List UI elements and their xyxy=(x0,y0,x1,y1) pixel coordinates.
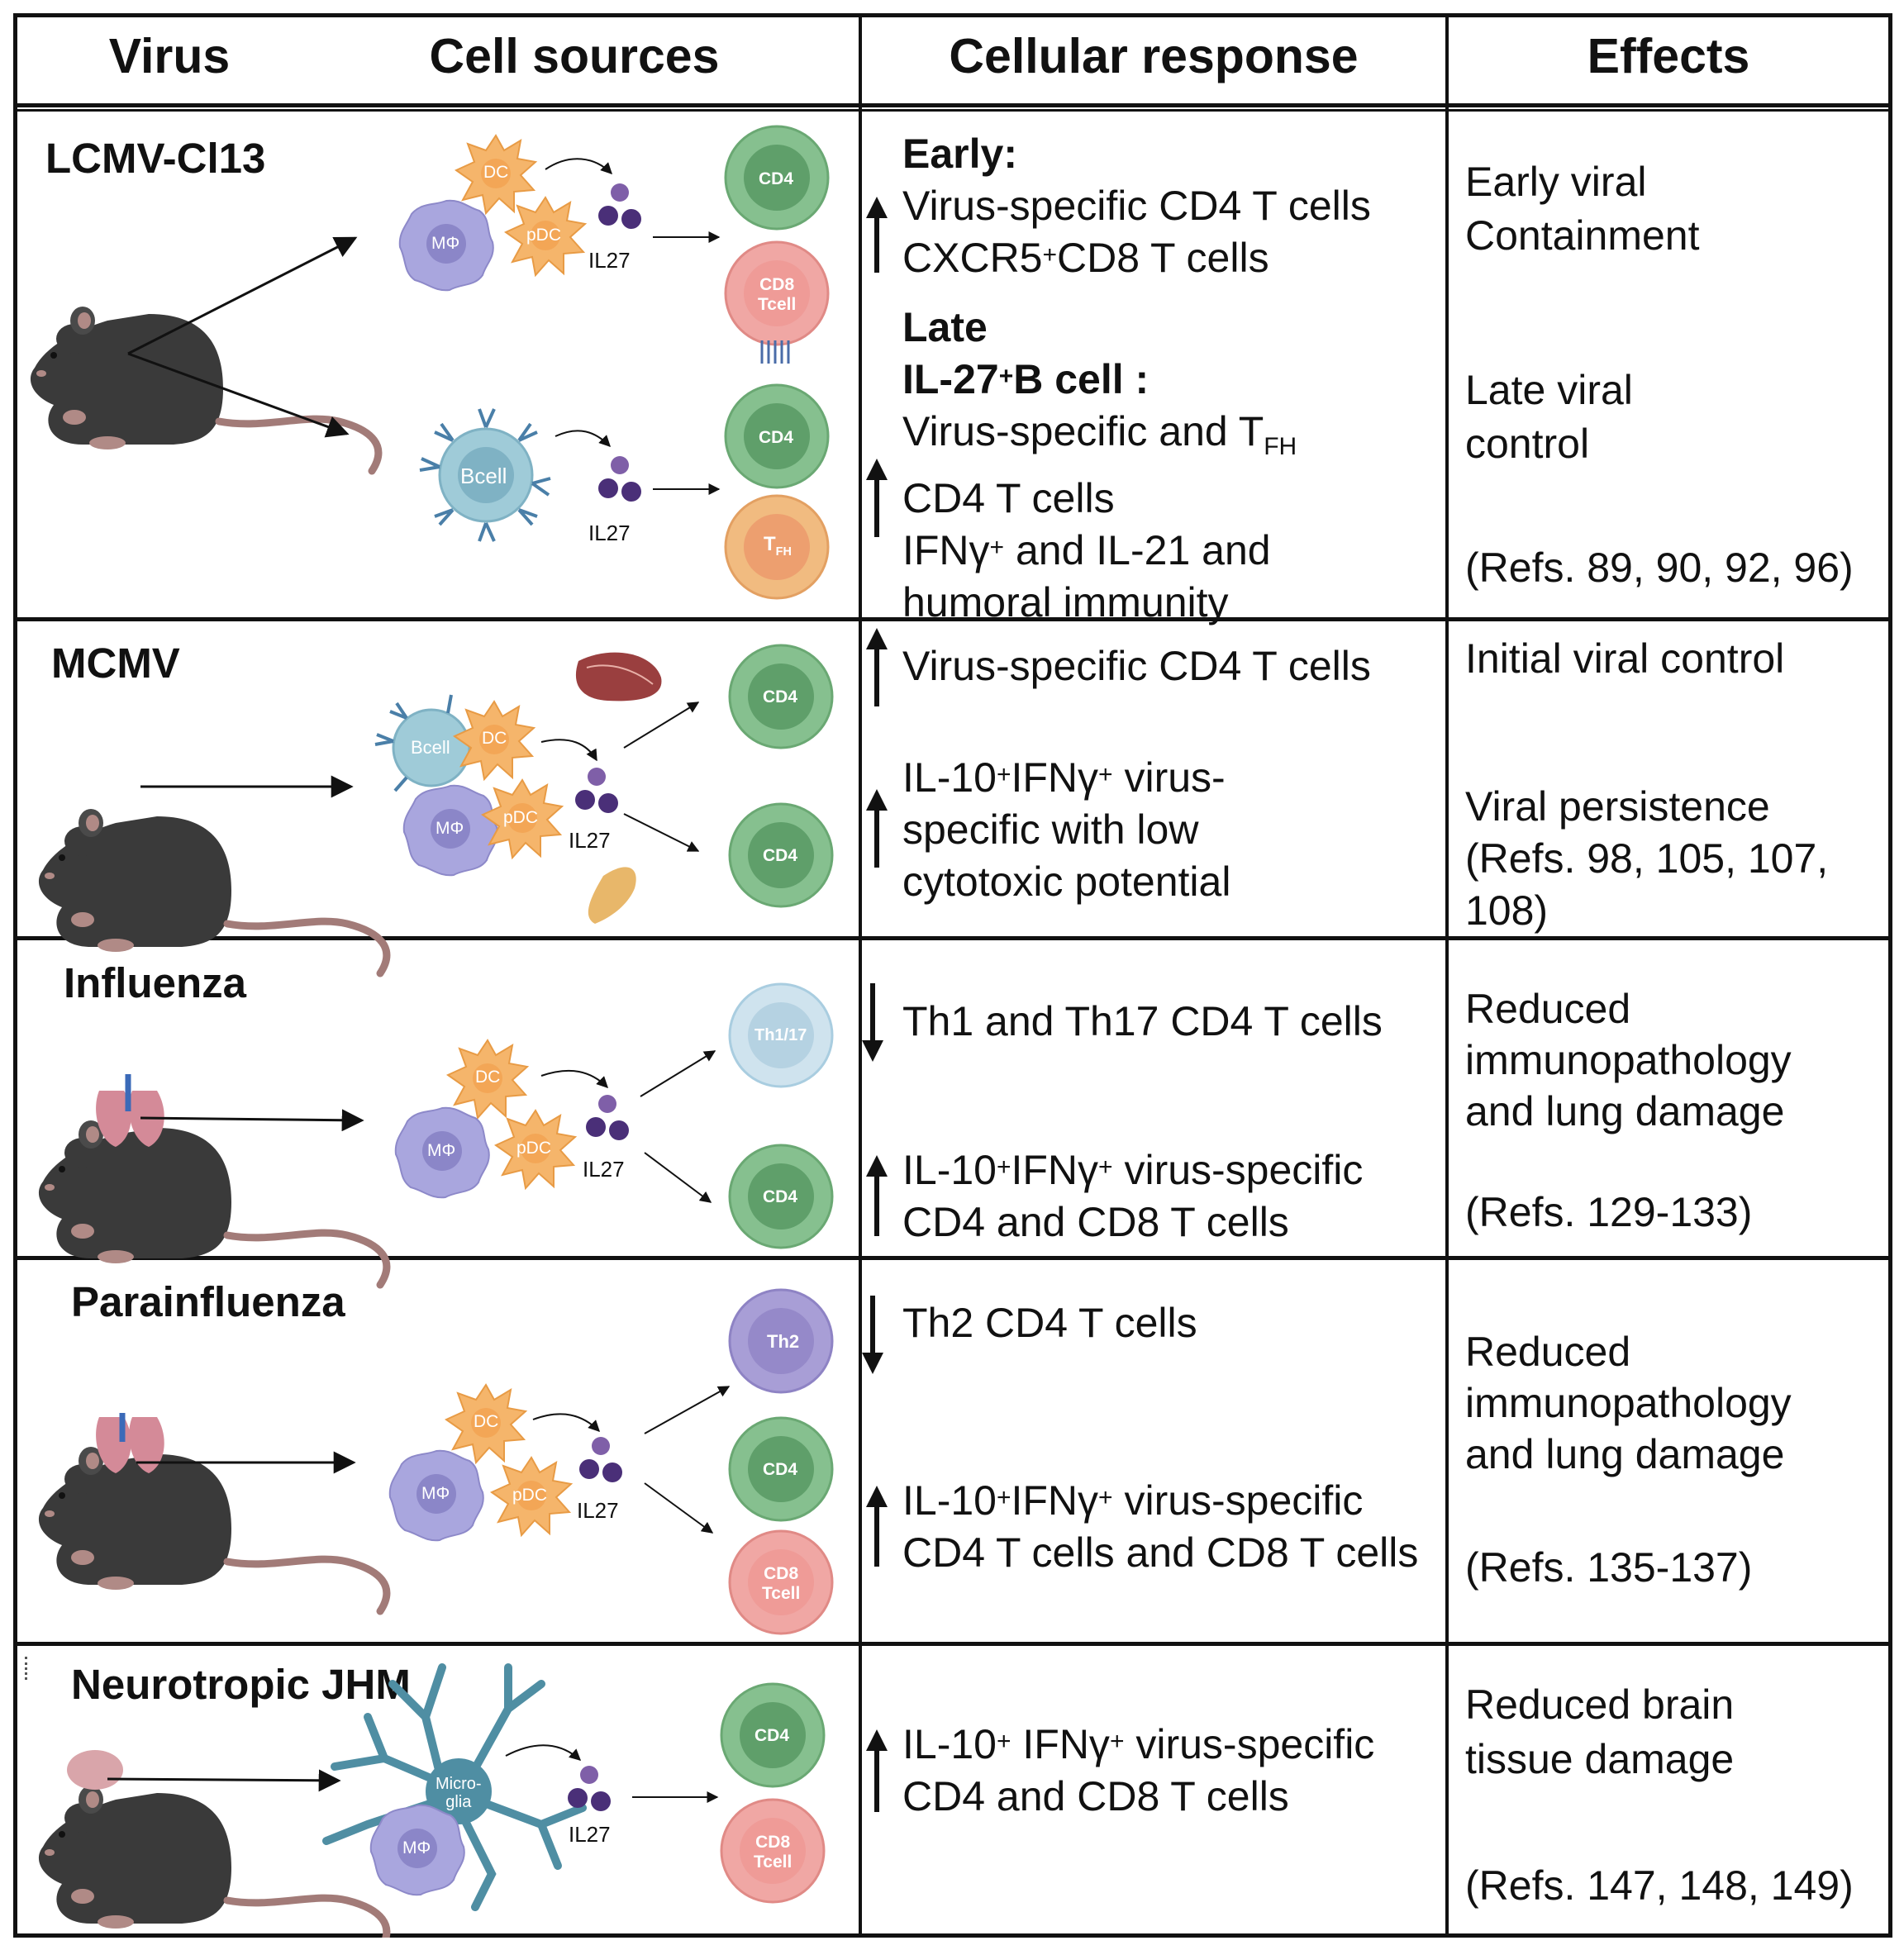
cd8-label-line1: CD8 xyxy=(759,275,795,294)
header-cell-sources: Cell sources xyxy=(429,29,720,83)
response-jhm: IL-10+ IFNγ+ virus-specific CD4 and CD8 … xyxy=(902,1721,1375,1819)
effects-parainfluenza-refs: (Refs. 135-137) xyxy=(1465,1544,1753,1591)
response-influenza-1: Th1 and Th17 CD4 T cells xyxy=(902,998,1383,1044)
tfh-label-sub: FH xyxy=(775,545,792,559)
response-parainfluenza-1: Th2 CD4 T cells xyxy=(902,1300,1197,1346)
cd4-label: CD4 xyxy=(759,428,794,447)
dc-label: DC xyxy=(482,729,507,748)
microglia-label: Micro- glia xyxy=(436,1775,482,1811)
microglia-label-line2: glia xyxy=(445,1793,472,1811)
header-virus: Virus xyxy=(108,29,231,83)
response-late-4: humoral immunity xyxy=(902,579,1229,625)
effects-jhm-refs: (Refs. 147, 148, 149) xyxy=(1465,1862,1854,1909)
response-early-2: CXCR5+CD8 T cells xyxy=(902,235,1269,281)
virus-name-lcmv: LCMV-Cl13 xyxy=(45,135,266,182)
header-effects: Effects xyxy=(1587,29,1750,83)
cd8-label-line1: CD8 xyxy=(764,1564,799,1583)
il27-label: IL27 xyxy=(588,248,631,273)
mphi-label: MΦ xyxy=(436,819,464,838)
response-late-3: IFNγ+ and IL-21 and xyxy=(902,527,1271,573)
cd8-label-line2: Tcell xyxy=(754,1852,793,1872)
up-arrow-icon xyxy=(866,1729,888,1812)
pdc-label: pDC xyxy=(516,1139,552,1158)
dc-label: DC xyxy=(483,163,509,182)
effects-mcmv-1: Initial viral control xyxy=(1465,635,1785,682)
cd8-label-line1: CD8 xyxy=(755,1833,791,1852)
cd8-label: CD8 Tcell xyxy=(754,1833,792,1872)
virus-name-jhm: Neurotropic JHM xyxy=(71,1661,411,1708)
mphi-label: MΦ xyxy=(421,1484,450,1503)
up-arrow-icon xyxy=(866,628,888,706)
cd4-label: CD4 xyxy=(763,846,798,865)
effects-lcmv-late: Late viral control xyxy=(1465,367,1633,467)
effects-influenza-refs: (Refs. 129-133) xyxy=(1465,1189,1753,1235)
cd4-label: CD4 xyxy=(763,1460,798,1479)
effects-lcmv-refs: (Refs. 89, 90, 92, 96) xyxy=(1465,545,1854,591)
tfh-label: TFH xyxy=(764,533,792,559)
th1-17-label: Th1/17 xyxy=(754,1026,807,1044)
virus-name-mcmv: MCMV xyxy=(51,640,180,687)
tfh-label-main: T xyxy=(764,533,776,555)
cd4-label: CD4 xyxy=(763,1187,798,1206)
effects-mcmv-2: Viral persistence (Refs. 98, 105, 107, 1… xyxy=(1465,783,1829,934)
up-arrow-icon xyxy=(866,1155,888,1236)
bcell-label: Bcell xyxy=(460,464,507,488)
cd4-label: CD4 xyxy=(759,169,794,188)
mphi-label: MΦ xyxy=(402,1838,431,1857)
response-late-2: CD4 T cells xyxy=(902,475,1115,521)
cd8-label-line2: Tcell xyxy=(762,1584,801,1603)
up-arrow-icon xyxy=(866,789,888,868)
cd8-label: CD8 Tcell xyxy=(762,1564,800,1604)
cell-sources-illustration xyxy=(0,125,834,1938)
pdc-label: pDC xyxy=(503,808,539,827)
bcell-label: Bcell xyxy=(411,737,450,758)
effects-lcmv: Early viral Containment xyxy=(1465,159,1700,259)
cd4-label: CD4 xyxy=(754,1726,790,1745)
il27-label: IL27 xyxy=(583,1157,625,1182)
dotted-marker xyxy=(25,1657,30,1680)
response-lcmv-late: Late IL-27+B cell : Virus-specific and T… xyxy=(902,302,1297,629)
cd8-label: CD8 Tcell xyxy=(758,275,796,315)
up-arrow-icon xyxy=(866,459,888,537)
microglia-label-line1: Micro- xyxy=(436,1775,482,1793)
response-mcmv-1: Virus-specific CD4 T cells xyxy=(902,643,1371,689)
mphi-label: MΦ xyxy=(427,1141,456,1160)
response-mcmv-2: IL-10+IFNγ+ virus- specific with low cyt… xyxy=(902,754,1231,905)
response-early-heading: Early: xyxy=(902,131,1017,177)
down-arrow-icon xyxy=(862,1296,883,1374)
virus-name-parainfluenza: Parainfluenza xyxy=(71,1278,345,1325)
dc-label: DC xyxy=(475,1068,501,1087)
il27-label: IL27 xyxy=(569,1822,611,1847)
response-lcmv: Early: Virus-specific CD4 T cells CXCR5+… xyxy=(902,128,1371,284)
cd8-label-line2: Tcell xyxy=(758,295,797,314)
effects-jhm: Reduced brain tissue damage xyxy=(1465,1681,1735,1782)
il27-label: IL27 xyxy=(569,828,611,853)
mphi-label: MΦ xyxy=(431,234,460,253)
response-late-subheading: IL-27+B cell : xyxy=(902,356,1150,402)
effects-parainfluenza: Reduced immunopathology and lung damage xyxy=(1465,1329,1792,1477)
response-late-1: Virus-specific and TFH xyxy=(902,408,1297,460)
response-parainfluenza-2: IL-10+IFNγ+ virus-specific CD4 T cells a… xyxy=(902,1477,1419,1576)
header-cellular-response: Cellular response xyxy=(949,29,1359,83)
il27-label: IL27 xyxy=(577,1498,619,1523)
pdc-label: pDC xyxy=(512,1486,548,1505)
response-influenza-2: IL-10+IFNγ+ virus-specific CD4 and CD8 T… xyxy=(902,1147,1364,1245)
response-early-1: Virus-specific CD4 T cells xyxy=(902,183,1371,229)
dc-label: DC xyxy=(474,1412,499,1431)
virus-name-influenza: Influenza xyxy=(64,959,247,1006)
cd4-label: CD4 xyxy=(763,687,798,706)
up-arrow-icon xyxy=(866,197,888,273)
up-arrow-icon xyxy=(866,1486,888,1567)
down-arrow-icon xyxy=(862,983,883,1062)
effects-influenza: Reduced immunopathology and lung damage xyxy=(1465,986,1792,1134)
th2-label: Th2 xyxy=(767,1331,800,1352)
pdc-label: pDC xyxy=(526,226,562,245)
response-late-heading: Late xyxy=(902,304,988,350)
il27-label: IL27 xyxy=(588,521,631,545)
